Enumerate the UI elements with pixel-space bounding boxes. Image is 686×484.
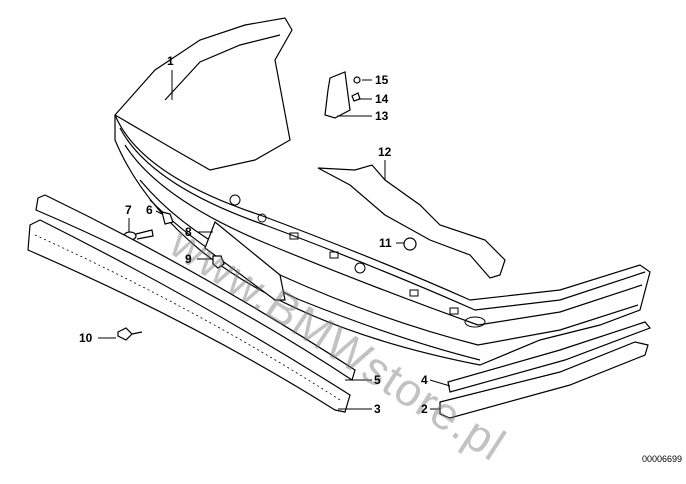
callout-9[interactable]: 9 bbox=[185, 252, 192, 266]
trim-strip-3 bbox=[27, 219, 351, 413]
callout-12[interactable]: 12 bbox=[378, 145, 392, 159]
bracket bbox=[324, 71, 351, 119]
callout-7[interactable]: 7 bbox=[125, 203, 132, 217]
callout-4[interactable]: 4 bbox=[421, 373, 428, 387]
callout-5[interactable]: 5 bbox=[374, 373, 381, 387]
trim-strip-2 bbox=[439, 341, 649, 419]
callout-13[interactable]: 13 bbox=[375, 109, 389, 123]
rivet-10 bbox=[117, 327, 143, 341]
callout-8[interactable]: 8 bbox=[185, 225, 192, 239]
trim-strip-5 bbox=[35, 194, 356, 381]
clip-9 bbox=[212, 255, 225, 269]
callout-2[interactable]: 2 bbox=[421, 402, 428, 416]
diagram-reference-number: 00006699 bbox=[641, 454, 682, 464]
cap-6 bbox=[161, 211, 174, 225]
clip-14 bbox=[351, 92, 361, 102]
trim-strip-4 bbox=[447, 321, 652, 393]
bumper-carrier bbox=[317, 164, 506, 279]
rear-bumper-cover bbox=[114, 17, 651, 366]
callout-11[interactable]: 11 bbox=[379, 236, 392, 250]
screw-15 bbox=[353, 76, 361, 84]
callout-6[interactable]: 6 bbox=[146, 203, 153, 217]
callout-14[interactable]: 14 bbox=[375, 92, 389, 106]
callout-10[interactable]: 10 bbox=[79, 331, 93, 345]
callout-1[interactable]: 1 bbox=[167, 54, 174, 68]
callout-15[interactable]: 15 bbox=[375, 73, 389, 87]
bumper-mount-holes bbox=[229, 194, 486, 328]
plate-8 bbox=[204, 221, 286, 301]
leader-lines bbox=[98, 70, 451, 410]
nut-11 bbox=[403, 237, 417, 251]
callout-3[interactable]: 3 bbox=[374, 402, 381, 416]
